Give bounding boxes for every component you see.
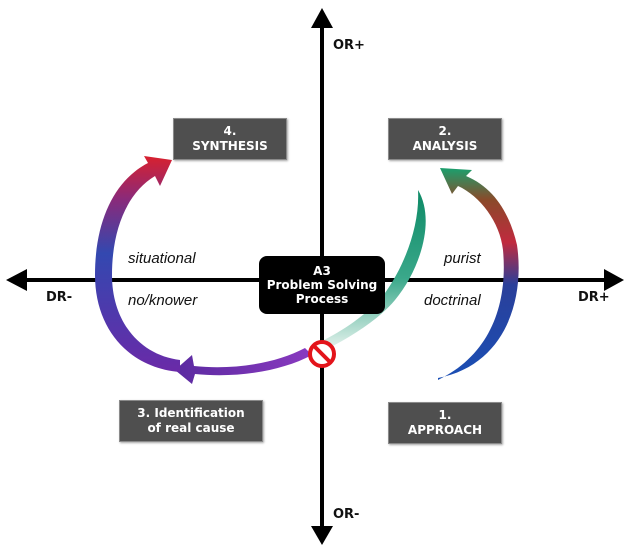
axis-arrow-left-icon [6, 269, 27, 291]
quadrant-label-no-knower: no/knower [128, 292, 198, 309]
cycle-arrow-center-to-identification [175, 348, 312, 384]
axis-label-dr-minus: DR- [46, 290, 73, 305]
step-synthesis-number: 4. [223, 124, 237, 138]
center-title-line-3: Process [295, 292, 349, 306]
axis-arrow-up-icon [311, 8, 333, 28]
axis-arrow-down-icon [311, 526, 333, 545]
cycle-arrow-analysis-to-center [320, 190, 426, 350]
cycle-arrow-identification-to-synthesis [95, 156, 180, 372]
step-approach-number: 1. [438, 408, 452, 422]
cycle-arrow-approach-to-analysis [438, 168, 519, 380]
center-title-line-2: Problem Solving [266, 278, 378, 292]
axis-label-or-plus: OR+ [333, 38, 365, 53]
step-identification-line-2: of real cause [147, 421, 235, 435]
step-analysis-number: 2. [438, 124, 452, 138]
step-synthesis-label: SYNTHESIS [192, 139, 268, 153]
axis-arrow-right-icon [604, 269, 624, 291]
step-box-analysis: 2. ANALYSIS [388, 118, 502, 160]
step-box-synthesis: 4. SYNTHESIS [173, 118, 287, 160]
quadrant-label-doctrinal: doctrinal [424, 292, 481, 309]
center-title-line-1: A3 [313, 264, 331, 278]
quadrant-label-situational: situational [128, 250, 196, 267]
step-box-approach: 1. APPROACH [388, 402, 502, 444]
axis-label-or-minus: OR- [333, 507, 360, 522]
step-box-identification: 3. Identification of real cause [119, 400, 263, 442]
step-identification-line-1: 3. Identification [137, 406, 245, 420]
quadrant-label-purist: purist [444, 250, 481, 267]
step-approach-label: APPROACH [407, 423, 483, 437]
axis-label-dr-plus: DR+ [578, 290, 610, 305]
prohibition-sign-icon [308, 340, 336, 368]
step-analysis-label: ANALYSIS [412, 139, 478, 153]
center-title-box: A3 Problem Solving Process [259, 256, 385, 314]
